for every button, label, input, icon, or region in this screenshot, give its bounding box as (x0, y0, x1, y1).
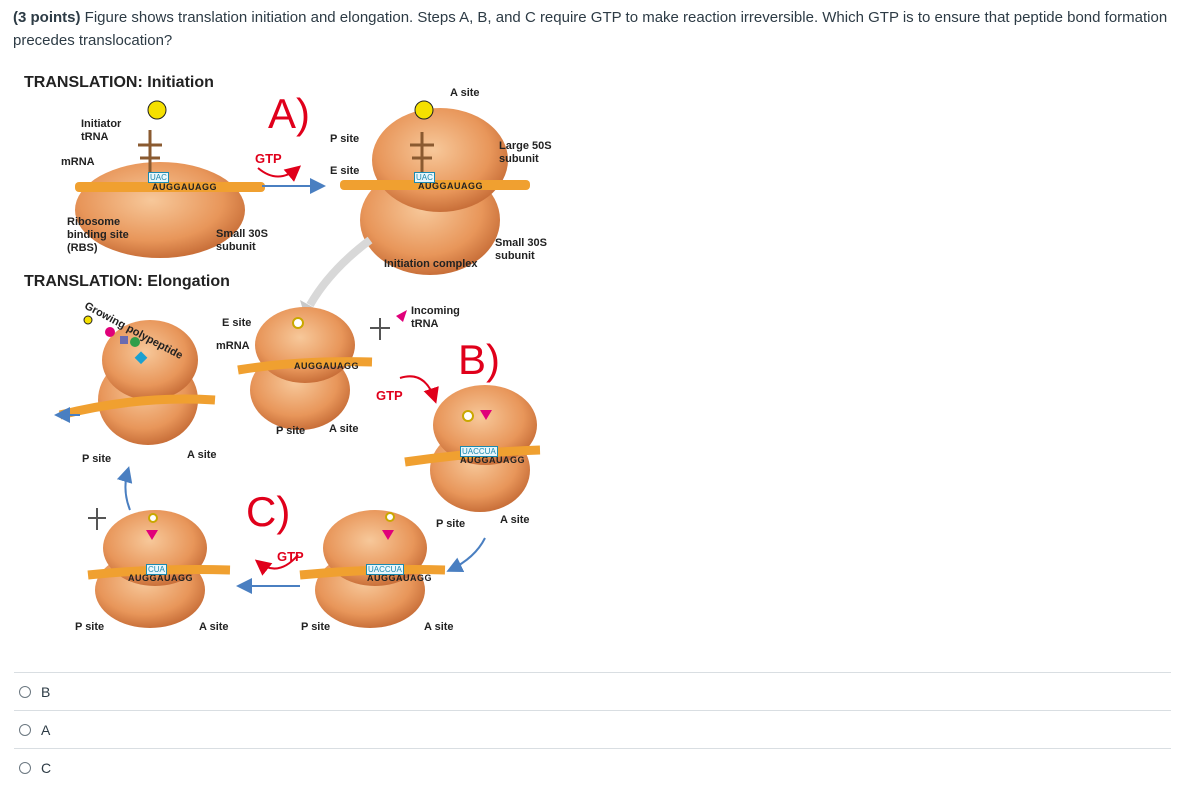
option-c[interactable]: C (14, 748, 1171, 786)
a-site-label-6: A site (424, 621, 454, 633)
anticodon-5: UACCUA (366, 564, 404, 575)
question-body: Figure shows translation initiation and … (13, 9, 1168, 49)
elongation-ribosome-bottom-left (87, 508, 231, 628)
p-site-label-4: P site (436, 518, 466, 530)
codon-seq-3: AUGGAUAGG (294, 361, 359, 371)
radio-button[interactable] (19, 685, 31, 698)
rbs-label: Ribosome binding site (RBS) (67, 216, 129, 254)
initiation-small-subunit (75, 100, 265, 258)
radio-button[interactable] (19, 761, 31, 774)
codon-seq-4: AUGGAUAGG (460, 455, 525, 465)
elongation-title: TRANSLATION: Elongation (24, 273, 230, 290)
initiation-title: TRANSLATION: Initiation (24, 74, 214, 91)
mrna-label-2: mRNA (216, 340, 250, 352)
p-site-label-1: P site (330, 133, 360, 145)
p-site-label-5: P site (75, 621, 105, 633)
incoming-trna-label: Incoming tRNA (411, 305, 460, 330)
small-30s-label-2: Small 30S subunit (495, 237, 547, 262)
e-site-label-2: E site (222, 317, 252, 329)
answer-options: B A C (14, 672, 1171, 786)
step-b-label: B) (458, 336, 500, 383)
step-a-label: A) (268, 90, 310, 137)
anticodon-2: UAC (414, 172, 435, 183)
large-50s-label: Large 50S subunit (499, 140, 552, 165)
gtp-a-label: GTP (255, 151, 282, 166)
anticodon-3: UACCUA (460, 446, 498, 457)
gtp-b-label: GTP (376, 388, 403, 403)
mrna-label: mRNA (61, 156, 95, 168)
question-points: (3 points) (13, 9, 81, 26)
codon-seq-5: AUGGAUAGG (128, 573, 193, 583)
option-a[interactable]: A (14, 710, 1171, 748)
initiation-complex (340, 100, 530, 275)
option-b[interactable]: B (14, 672, 1171, 710)
codon-seq-1: AUGGAUAGG (152, 182, 217, 192)
question-text: (3 points) Figure shows translation init… (13, 6, 1178, 52)
p-site-label-2: P site (276, 425, 306, 437)
codon-seq-6: AUGGAUAGG (367, 573, 432, 583)
p-site-label-3: P site (82, 453, 112, 465)
translation-figure: TRANSLATION: Initiation TRANSLATION: Elo… (0, 70, 560, 670)
codon-seq-2: AUGGAUAGG (418, 181, 483, 191)
option-label: B (41, 683, 51, 700)
step-c-label: C) (246, 488, 291, 535)
small-30s-label: Small 30S subunit (216, 228, 268, 253)
elongation-ribosome-left (58, 315, 216, 445)
radio-button[interactable] (19, 723, 31, 736)
initiator-trna-label: Initiator tRNA (81, 118, 122, 143)
option-label: A (41, 721, 51, 738)
e-site-label-1: E site (330, 165, 360, 177)
a-site-label-2: A site (329, 423, 359, 435)
anticodon-4: CUA (146, 564, 167, 575)
initiation-complex-label: Initiation complex (384, 258, 478, 270)
anticodon-1: UAC (148, 172, 169, 183)
p-site-label-6: P site (301, 621, 331, 633)
a-site-label-4: A site (500, 514, 530, 526)
a-site-label-3: A site (187, 449, 217, 461)
a-site-label-1: A site (450, 87, 480, 99)
elongation-ribosome-center (237, 307, 373, 430)
gtp-c-label: GTP (277, 549, 304, 564)
a-site-label-5: A site (199, 621, 229, 633)
option-label: C (41, 759, 52, 776)
